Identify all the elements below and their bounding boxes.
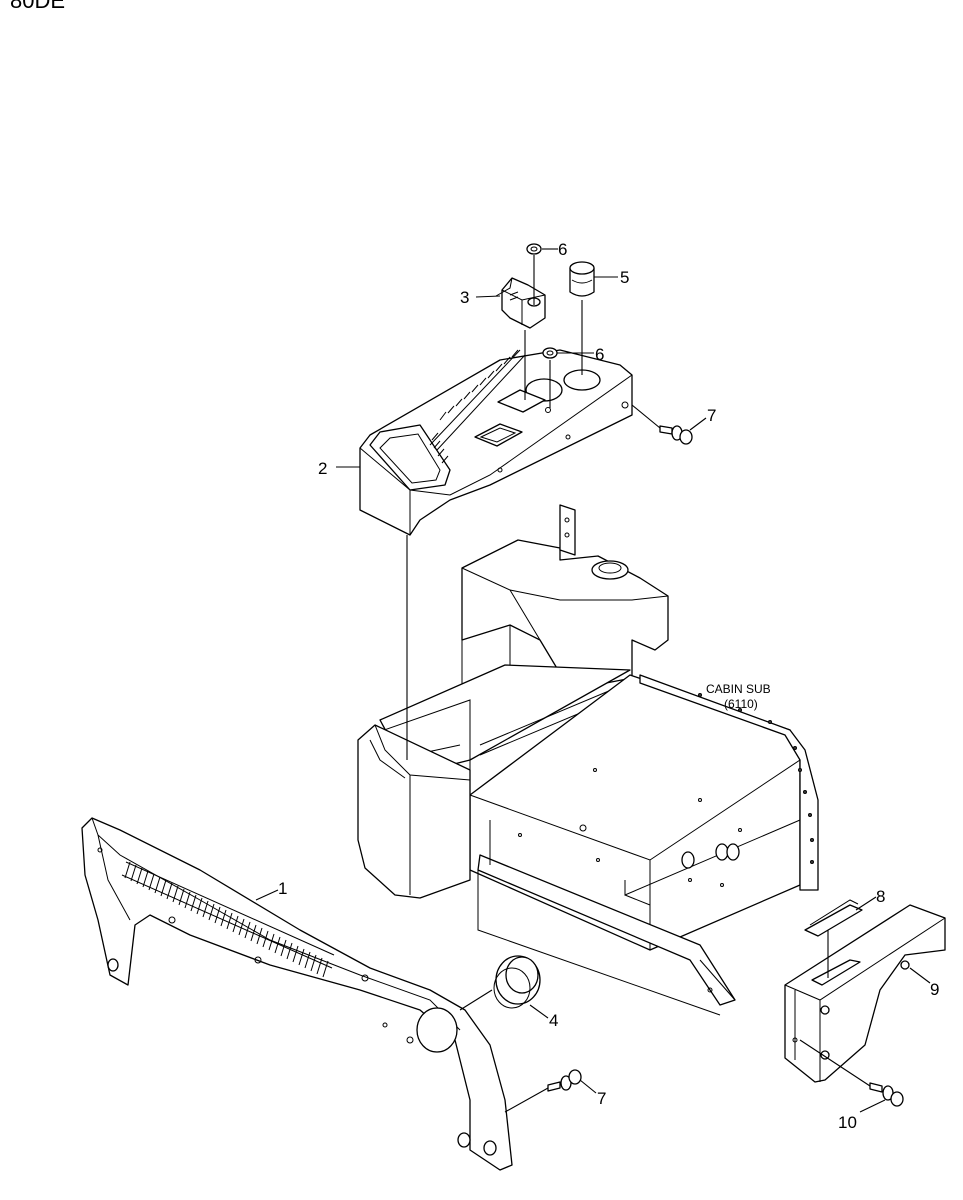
callout-2: 2 xyxy=(318,459,327,478)
vent-grill xyxy=(121,861,335,978)
knob-part-5 xyxy=(569,261,595,297)
front-cover-part-1 xyxy=(81,817,513,1171)
bracket-part-9 xyxy=(784,904,946,1083)
cabin-sub-label: CABIN SUB xyxy=(706,682,771,696)
callout-8: 8 xyxy=(876,887,885,906)
upper-console-part-2 xyxy=(359,349,633,536)
model-code: 80DE xyxy=(10,0,65,13)
callout-3: 3 xyxy=(460,288,469,307)
callout-4: 4 xyxy=(549,1011,558,1030)
washer-part-6-lower xyxy=(542,347,558,359)
cabin-sub-part-number: (6110) xyxy=(724,697,758,711)
washer-part-6-top xyxy=(526,243,542,255)
bolt-part-10 xyxy=(869,1082,904,1107)
callout-7-lower: 7 xyxy=(597,1089,606,1108)
bolt-part-7-lower xyxy=(547,1069,582,1092)
callout-6-lower: 6 xyxy=(595,345,604,364)
callout-5: 5 xyxy=(620,268,629,287)
callout-7-upper: 7 xyxy=(707,406,716,425)
grommet-part-4 xyxy=(493,955,541,1009)
switch-part-3 xyxy=(495,277,546,329)
callout-6-top: 6 xyxy=(558,240,567,259)
bolt-part-7-upper xyxy=(659,425,693,445)
callout-1: 1 xyxy=(278,879,287,898)
assembly-guide-lines xyxy=(406,255,871,1113)
callout-10: 10 xyxy=(838,1113,857,1132)
callout-9: 9 xyxy=(930,980,939,999)
callout-leaders xyxy=(255,248,931,1113)
slot-pad-part-8 xyxy=(804,899,863,937)
cabin-sub-frame xyxy=(357,504,819,1016)
